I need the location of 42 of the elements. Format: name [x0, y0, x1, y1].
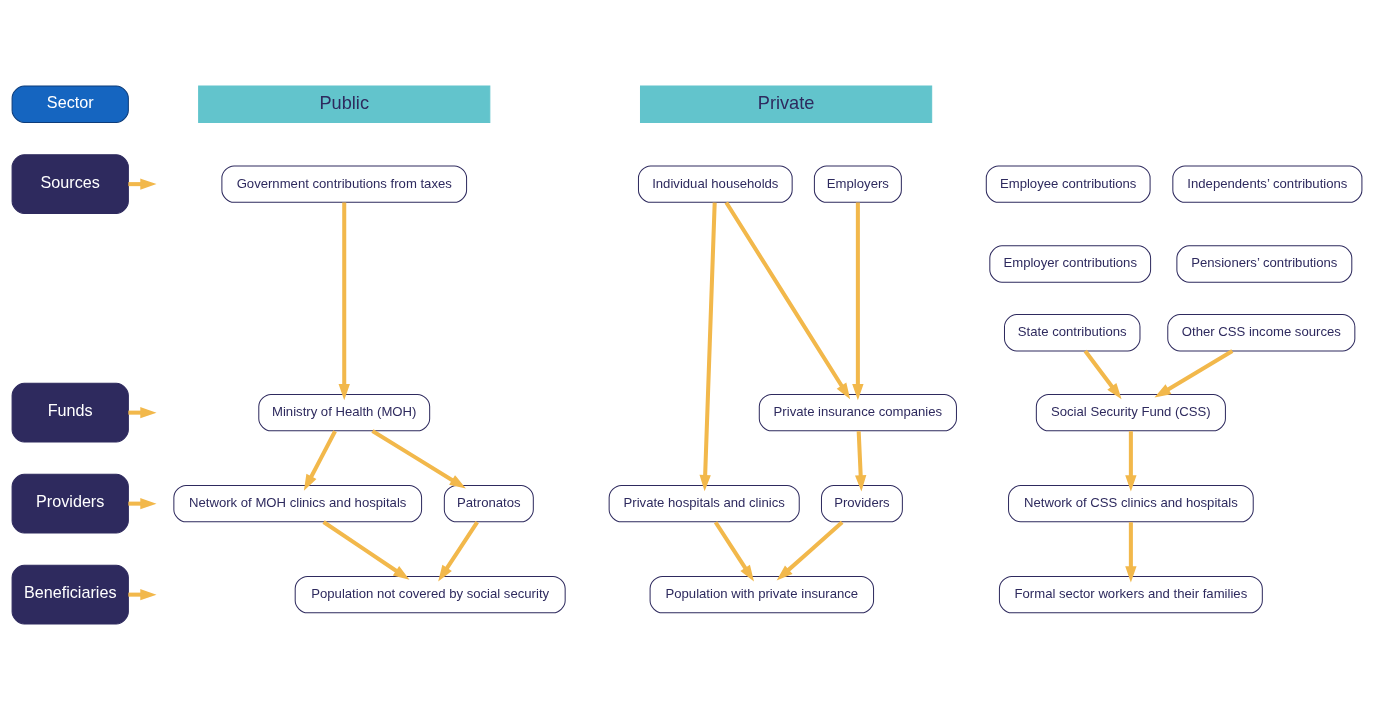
- node-box: Providers: [820, 484, 903, 522]
- node-box: Population not covered by social security: [294, 575, 566, 613]
- arrow: [855, 430, 867, 491]
- arrow: [1083, 349, 1122, 399]
- node-box: Sector: [11, 85, 129, 123]
- node-box: Private hospitals and clinics: [608, 484, 800, 522]
- node-box: Funds: [11, 382, 129, 442]
- node-box: Patronatos: [443, 484, 534, 522]
- node-box: Network of CSS clinics and hospitals: [1008, 484, 1254, 522]
- node-box: State contributions: [1004, 313, 1141, 351]
- arrow: [724, 200, 851, 399]
- node-box: Ministry of Health (MOH): [258, 393, 431, 431]
- arrow: [852, 202, 864, 400]
- node-box: Population with private insurance: [649, 575, 875, 613]
- arrow: [699, 202, 717, 491]
- node-box: Employers: [813, 164, 902, 203]
- arrow: [1125, 521, 1137, 582]
- node-box: Pensioners’ contributions: [1176, 244, 1353, 283]
- arrow: [776, 520, 844, 580]
- arrow: [713, 520, 754, 581]
- node-box: Social Security Fund (CSS): [1035, 393, 1226, 431]
- node-box: Beneficiaries: [11, 564, 129, 624]
- arrow: [1154, 348, 1234, 398]
- node-box: Government contributions from taxes: [221, 164, 468, 203]
- node-box: Independents’ contributions: [1172, 164, 1363, 203]
- node-box: Private insurance companies: [758, 393, 957, 431]
- node-box: Providers: [11, 473, 129, 533]
- arrow: [1125, 430, 1137, 491]
- node-box: Other CSS income sources: [1167, 313, 1356, 351]
- arrow: [438, 520, 479, 581]
- arrow: [371, 428, 466, 488]
- node-box: Network of MOH clinics and hospitals: [173, 484, 423, 522]
- node-box: Employee contributions: [985, 164, 1151, 203]
- node-box: Individual households: [637, 164, 793, 203]
- arrow: [338, 202, 350, 400]
- node-box: Formal sector workers and their families: [998, 575, 1263, 613]
- arrow: [303, 429, 337, 491]
- node-box: Sources: [11, 153, 129, 214]
- node-box: Employer contributions: [989, 244, 1152, 283]
- node-box: Public: [198, 85, 491, 123]
- arrow: [322, 519, 410, 580]
- node-box: Private: [640, 85, 933, 123]
